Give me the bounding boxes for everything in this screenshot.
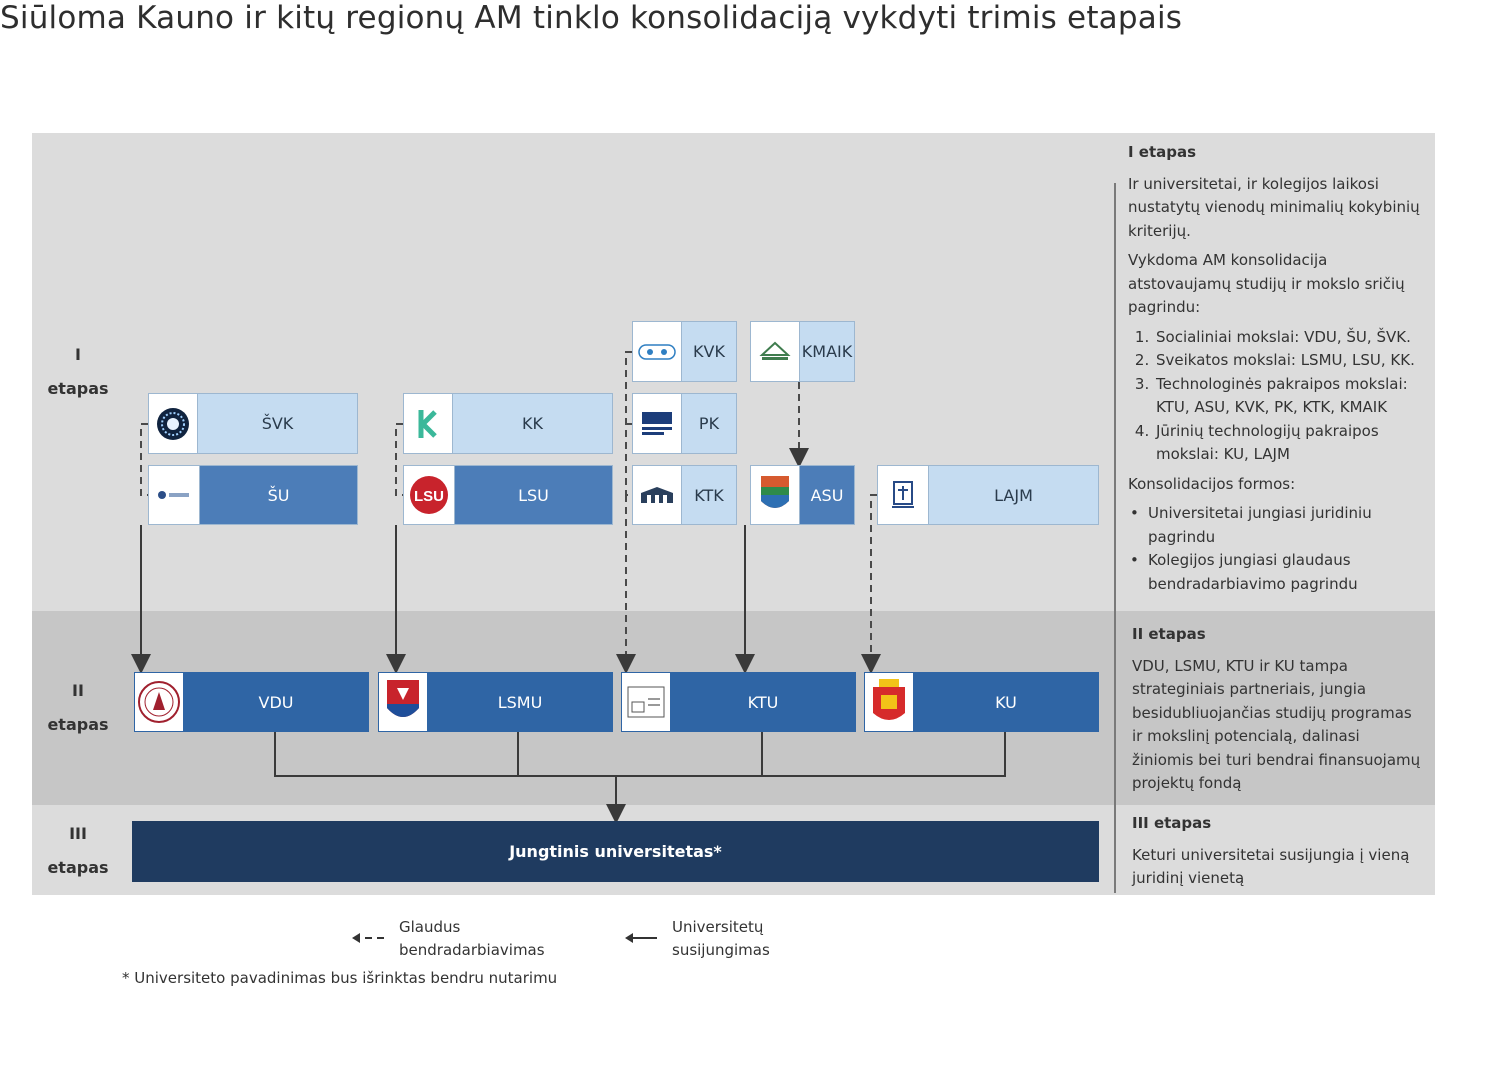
vdu-label: VDU xyxy=(258,692,294,712)
kk-label: KK xyxy=(522,414,543,433)
svg-text:LSU: LSU xyxy=(414,488,444,505)
ku-box: KU xyxy=(864,672,1099,732)
ktu-label: KTU xyxy=(747,692,779,712)
ktu-logo-icon xyxy=(622,673,671,731)
lsu-logo-icon: LSU xyxy=(404,466,455,524)
svk-label: ŠVK xyxy=(261,414,294,433)
legend-cooperation: Glaudus bendradarbiavimas xyxy=(399,918,545,959)
lajm-box: LAJM xyxy=(877,465,1099,525)
stage1-forms-heading: Konsolidacijos formos: xyxy=(1128,474,1296,493)
side-panel-divider xyxy=(1114,183,1116,893)
cooperation-links xyxy=(140,351,881,674)
pk-label: PK xyxy=(698,414,720,433)
lajm-label: LAJM xyxy=(994,485,1033,505)
legend-merger: Universitetų susijungimas xyxy=(672,918,770,959)
svk-logo-icon xyxy=(149,394,198,453)
vdu-logo-icon xyxy=(135,673,184,731)
su-logo-icon xyxy=(149,466,200,524)
dashed-arrow-icon xyxy=(352,933,384,943)
stage1-para1: Ir universitetai, ir kolegijos laikosi n… xyxy=(1128,174,1420,240)
list-item: Technologinės pakraipos mokslai: KTU, AS… xyxy=(1154,373,1428,420)
su-label: ŠU xyxy=(267,485,290,505)
kmaik-logo-icon xyxy=(751,322,800,381)
solid-arrow-icon xyxy=(625,933,657,943)
stage3-text: Keturi universitetai susijungia į vieną … xyxy=(1132,845,1410,888)
kmaik-label: KMAIK xyxy=(801,342,853,361)
stage1-para2: Vykdoma AM konsolidacija atstovaujamų st… xyxy=(1128,251,1405,316)
footnote: * Universiteto pavadinimas bus išrinktas… xyxy=(122,969,558,987)
list-item: Socialiniai mokslai: VDU, ŠU, ŠVK. xyxy=(1154,326,1428,350)
stage1-field-list: Socialiniai mokslai: VDU, ŠU, ŠVK. Sveik… xyxy=(1128,326,1428,467)
page-title: Siūloma Kauno ir kitų regionų AM tinklo … xyxy=(0,0,1183,36)
vdu-box: VDU xyxy=(134,672,369,732)
list-item: Kolegijos jungiasi glaudaus bendradarbia… xyxy=(1148,549,1428,596)
stage2-description: II etapas VDU, LSMU, KTU ir KU tampa str… xyxy=(1132,623,1422,796)
lsu-box: LSU LSU xyxy=(403,465,613,525)
stage1-description: I etapas Ir universitetai, ir kolegijos … xyxy=(1128,141,1428,596)
kk-box: KK xyxy=(403,393,613,454)
kvk-box: KVK xyxy=(632,321,737,382)
ktu-box: KTU xyxy=(621,672,856,732)
list-item: Jūrinių technologijų pakraipos mokslai: … xyxy=(1154,420,1428,467)
ktk-label: KTK xyxy=(694,485,724,505)
lsu-label: LSU xyxy=(518,485,549,505)
asu-box: ASU xyxy=(750,465,855,525)
stage1-forms-list: Universitetai jungiasi juridiniu pagrind… xyxy=(1128,502,1428,596)
stage2-text: VDU, LSMU, KTU ir KU tampa strateginiais… xyxy=(1132,656,1421,793)
asu-logo-icon xyxy=(751,466,800,524)
stage3-description: III etapas Keturi universitetai susijung… xyxy=(1132,812,1422,891)
stage2-heading: II etapas xyxy=(1132,625,1206,643)
kmaik-box: KMAIK xyxy=(750,321,855,382)
pk-box: PK xyxy=(632,393,737,454)
kk-logo-icon xyxy=(404,394,453,453)
stage3-heading: III etapas xyxy=(1132,814,1212,832)
kvk-label: KVK xyxy=(693,342,725,361)
list-item: Universitetai jungiasi juridiniu pagrind… xyxy=(1148,502,1428,549)
ku-label: KU xyxy=(995,692,1017,712)
asu-label: ASU xyxy=(810,485,844,505)
su-box: ŠU xyxy=(148,465,358,525)
lajm-logo-icon xyxy=(878,466,929,524)
ktk-box: KTK xyxy=(632,465,737,525)
svk-box: ŠVK xyxy=(148,393,358,454)
ku-logo-icon xyxy=(865,673,914,731)
joint-university-box: Jungtinis universitetas* xyxy=(132,821,1099,882)
stage1-heading: I etapas xyxy=(1128,143,1197,161)
lsmu-label: LSMU xyxy=(497,692,543,712)
kvk-logo-icon xyxy=(633,322,682,381)
lsmu-logo-icon xyxy=(379,673,428,731)
merger-links xyxy=(131,525,1006,824)
lsmu-box: LSMU xyxy=(378,672,613,732)
list-item: Sveikatos mokslai: LSMU, LSU, KK. xyxy=(1154,349,1428,373)
pk-logo-icon xyxy=(633,394,682,453)
ktk-logo-icon xyxy=(633,466,682,524)
